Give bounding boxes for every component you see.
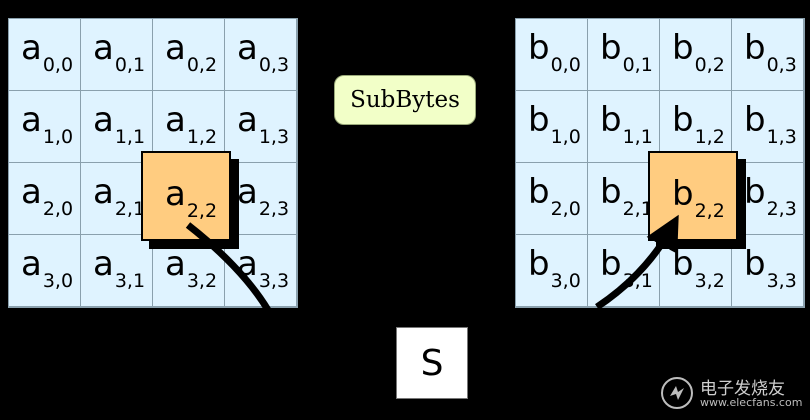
state-cell: a0,0: [9, 19, 81, 91]
cell-label: a2,1: [93, 172, 146, 220]
cell-label: a1,3: [237, 100, 290, 148]
cell-label: a1,0: [21, 100, 74, 148]
highlighted-cell-label: a2,2: [165, 174, 218, 222]
state-cell: b0,1: [588, 19, 660, 91]
cell-label: b1,3: [744, 100, 797, 148]
cell-label: b2,1: [600, 172, 653, 220]
subbytes-operation-label: SubBytes: [334, 75, 476, 125]
state-cell: a3,0: [9, 235, 81, 307]
cell-label: a1,2: [165, 100, 218, 148]
highlighted-cell: a2,2: [141, 151, 231, 241]
cell-label: b2,3: [744, 172, 797, 220]
cell-label: b1,1: [600, 100, 653, 148]
state-cell: a0,2: [153, 19, 225, 91]
state-cell: a1,1: [81, 91, 153, 163]
cell-label: b0,3: [744, 28, 797, 76]
output-state-grid: b0,0 b0,1 b0,2 b0,3 b1,0 b1,1 b1,2 b1,3 b2,0 b2,1…: [515, 18, 805, 308]
state-cell: b1,2: [660, 91, 732, 163]
state-cell: b0,3: [732, 19, 804, 91]
state-cell: b0,2: [660, 19, 732, 91]
state-cell: b2,0: [516, 163, 588, 235]
state-cell: a2,1: [81, 163, 153, 235]
state-cell: a1,3: [225, 91, 297, 163]
cell-label: a1,1: [93, 100, 146, 148]
state-cell: b1,1: [588, 91, 660, 163]
cell-label: a0,2: [165, 28, 218, 76]
cell-label: b3,2: [672, 244, 725, 292]
state-cell: b1,0: [516, 91, 588, 163]
cell-label: a3,2: [165, 244, 218, 292]
state-cell: a3,2: [153, 235, 225, 307]
state-cell: a2,0: [9, 163, 81, 235]
watermark-url: www.elecfans.com: [700, 396, 803, 409]
cell-label: a0,3: [237, 28, 290, 76]
input-to-sbox-arrow: [185, 222, 272, 312]
cell-label: b0,0: [528, 28, 581, 76]
watermark-text: 电子发烧友: [700, 379, 785, 399]
sbox-to-output-arrow: [595, 214, 679, 310]
state-cell: a3,1: [81, 235, 153, 307]
cell-label: b3,1: [600, 244, 653, 292]
state-cell: a0,3: [225, 19, 297, 91]
cell-label: b3,0: [528, 244, 581, 292]
state-cell: a2,3: [225, 163, 297, 235]
input-state-grid: a0,0 a0,1 a0,2 a0,3 a1,0 a1,1 a1,2 a1,3 a2,0 a2,1…: [8, 18, 298, 308]
state-cell: a0,1: [81, 19, 153, 91]
highlighted-cell-label: b2,2: [672, 174, 725, 222]
cell-label: a0,0: [21, 28, 74, 76]
state-cell: b2,3: [732, 163, 804, 235]
cell-label: b2,0: [528, 172, 581, 220]
elecfans-logo-icon: [661, 377, 693, 409]
cell-label: b0,1: [600, 28, 653, 76]
state-cell: a1,0: [9, 91, 81, 163]
sbox: S: [396, 327, 468, 399]
cell-label: a3,1: [93, 244, 146, 292]
cell-label: a2,3: [237, 172, 290, 220]
state-cell: b3,0: [516, 235, 588, 307]
cell-label: b0,2: [672, 28, 725, 76]
state-cell: b2,1: [588, 163, 660, 235]
cell-label: a2,0: [21, 172, 74, 220]
cell-label: a3,0: [21, 244, 74, 292]
state-cell: b0,0: [516, 19, 588, 91]
state-cell: b3,2: [660, 235, 732, 307]
sbox-label: S: [420, 342, 444, 384]
cell-label: b1,0: [528, 100, 581, 148]
cell-label: b3,3: [744, 244, 797, 292]
state-cell: b1,3: [732, 91, 804, 163]
state-cell: b3,1: [588, 235, 660, 307]
state-cell: b3,3: [732, 235, 804, 307]
cell-label: a0,1: [93, 28, 146, 76]
watermark: 电子发烧友 www.elecfans.com: [660, 370, 805, 414]
cell-label: b1,2: [672, 100, 725, 148]
